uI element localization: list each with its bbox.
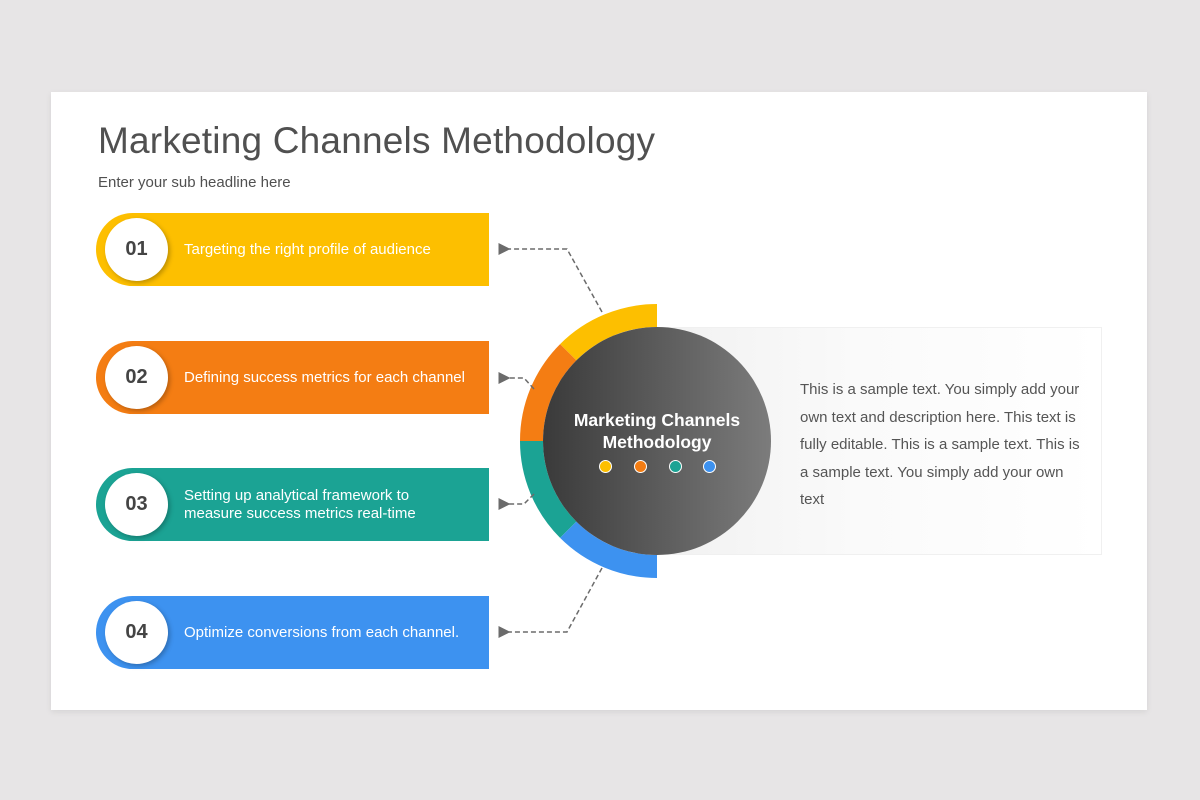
page-title: Marketing Channels Methodology [98, 120, 656, 161]
hub-color-dots [599, 460, 719, 474]
step-number-badge: 02 [105, 346, 168, 409]
slide: Marketing Channels Methodology Enter you… [51, 92, 1147, 710]
step-number-badge: 04 [105, 601, 168, 664]
step-label: Setting up analytical framework to measu… [184, 486, 416, 522]
sub-headline: Enter your sub headline here [98, 174, 291, 191]
connector-step-01 [498, 243, 603, 313]
dot-yellow [599, 460, 612, 473]
step-number-badge: 01 [105, 218, 168, 281]
connector-step-04 [498, 567, 603, 638]
hub-title: Marketing Channels Methodology [573, 410, 741, 452]
step-03: 03 Setting up analytical framework to me… [96, 468, 489, 541]
ring-segment-blue [560, 521, 657, 578]
connector-step-02 [498, 372, 535, 390]
step-04: 04 Optimize conversions from each channe… [96, 596, 489, 669]
dot-blue [703, 460, 716, 473]
dot-teal [669, 460, 682, 473]
step-label: Optimize conversions from each channel. [184, 623, 460, 641]
step-02: 02 Defining success metrics for each cha… [96, 341, 489, 414]
description-text: This is a sample text. You simply add yo… [800, 381, 1080, 508]
ring-segment-teal [520, 441, 577, 538]
step-number-badge: 03 [105, 473, 168, 536]
ring-segment-yellow [560, 304, 657, 361]
step-label: Defining success metrics for each channe… [184, 368, 465, 386]
connector-step-03 [498, 493, 535, 510]
dot-orange [634, 460, 647, 473]
step-01: 01 Targeting the right profile of audien… [96, 213, 489, 286]
step-label: Targeting the right profile of audience [184, 240, 431, 258]
